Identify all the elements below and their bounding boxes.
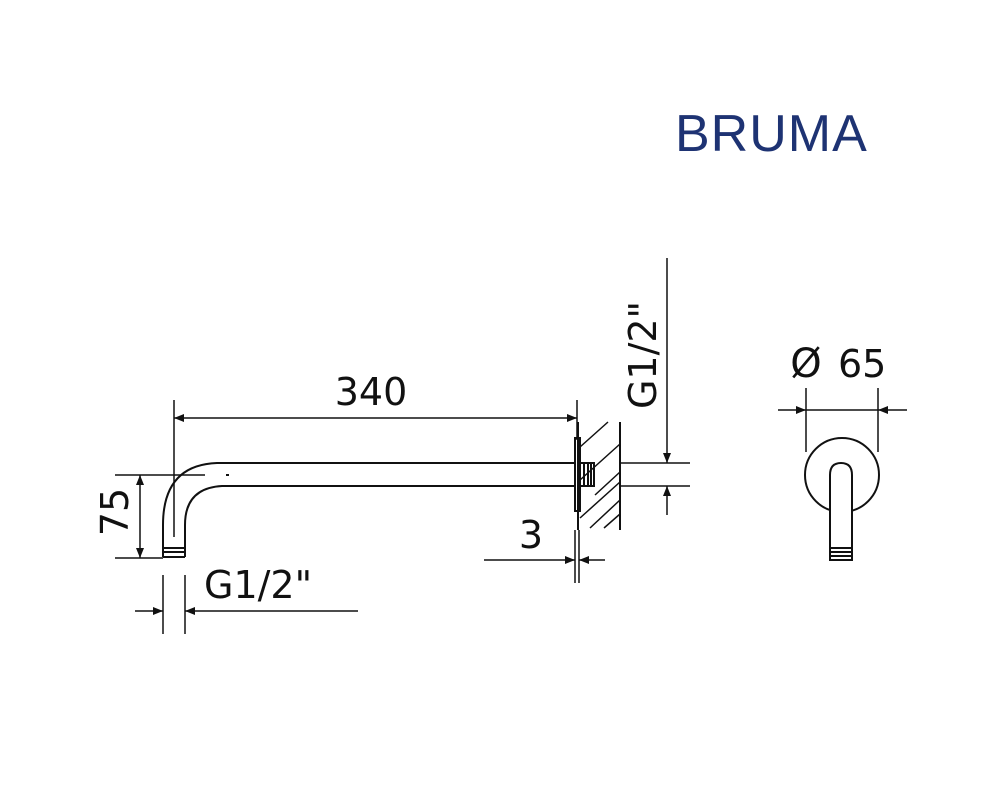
diameter-symbol: Ø <box>790 341 821 387</box>
outlet-thread-front <box>830 547 852 557</box>
dim-label-65: 65 <box>838 342 886 386</box>
arm-inner-edge <box>184 485 574 557</box>
dim-label-3: 3 <box>519 513 543 557</box>
inlet-nut <box>580 462 595 487</box>
arm-outer-edge <box>162 462 574 557</box>
dim-label-340: 340 <box>335 370 408 414</box>
dim-label-outlet-thread: G1/2" <box>204 563 312 607</box>
outlet-thread <box>163 547 185 558</box>
shower-arm-front-view <box>804 437 880 561</box>
brand-logo: BRUMA <box>675 105 868 163</box>
dimension-lines <box>135 258 690 634</box>
dim-label-75: 75 <box>93 488 137 536</box>
dim-label-inlet-thread: G1/2" <box>621 301 665 409</box>
dimension-diameter <box>778 388 907 452</box>
wall-hatch <box>579 421 621 529</box>
shower-arm-side-view <box>115 400 621 559</box>
arm-front <box>829 461 853 561</box>
